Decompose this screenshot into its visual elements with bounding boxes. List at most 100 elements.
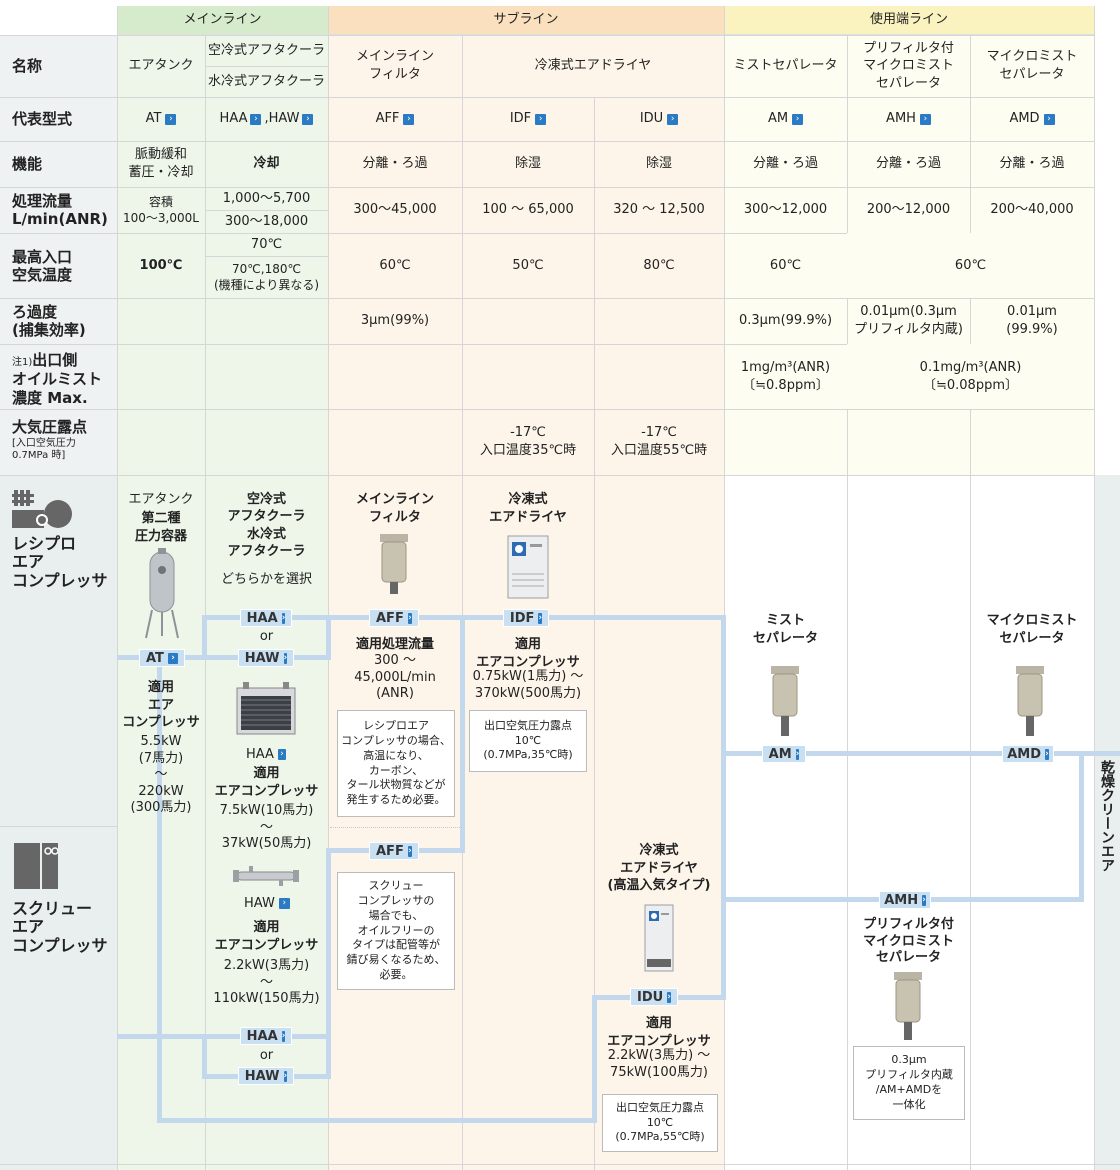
oil-note: 注1) [12,357,33,368]
model-haw: ,HAW [264,111,300,127]
chevron-right-icon: › [281,612,286,624]
oil-am: 1mg/m³(ANR) 〔≒0.8ppm〕 [740,359,831,393]
chevron-right-icon: › [403,113,415,125]
chevron-right-icon: › [302,113,314,125]
func-idu: 除湿 [645,156,672,172]
flow-idu: 320 〜 12,500 [613,202,705,218]
chevron-right-icon: › [283,1070,288,1082]
chevron-right-icon: › [667,113,679,125]
cooler-title: 空冷式 アフタクーラ 水冷式 アフタクーラ [227,492,306,559]
group-main: メインライン [117,6,328,35]
tag-at[interactable]: AT› [139,649,185,667]
chevron-right-icon: › [919,113,931,125]
tag-idu[interactable]: IDU› [630,988,678,1006]
or-bottom: or [259,1048,274,1063]
haw-comp-range: 2.2kW(3馬力) 〜 110kW(150馬力) [213,958,320,1006]
model-haa-haw[interactable]: HAA›,HAW› [205,97,328,141]
haa-label: HAA [246,747,274,762]
idf-comp-range: 0.75kW(1馬力) 〜 370kW(500馬力) [472,669,584,701]
func-haa: 冷却 [253,156,280,172]
tag-haa-bottom[interactable]: HAA› [240,1027,292,1045]
temp-at: 100℃ [139,257,183,273]
chevron-right-icon: › [283,652,288,664]
haw-comp-title: 適用 エアコンプレッサ [214,920,319,953]
flow-am: 300〜12,000 [743,202,828,218]
tag-aff-top[interactable]: AFF› [369,609,419,627]
tag-haa-top[interactable]: HAA› [240,609,292,627]
model-am-link[interactable]: AM› [724,97,847,141]
tank-sub: 第二種 圧力容器 [134,511,187,544]
chevron-right-icon: › [407,612,412,624]
tag-aff-label: AFF [376,843,404,859]
air-cooled-aftercooler-icon [235,682,297,736]
model-amh-link[interactable]: AMH› [847,97,970,141]
mist-title: ミスト セパレータ [752,613,818,646]
chevron-right-icon: › [1043,113,1055,125]
micro-title: マイクロミスト セパレータ [986,613,1078,646]
row-label-dew-sub: [入口空気圧力 0.7MPa 時] [12,438,76,461]
tag-haw-bottom[interactable]: HAW› [238,1067,294,1085]
chevron-right-icon: › [281,1030,286,1042]
micro-mist-separator-icon [1014,666,1046,738]
filt-amh: 0.01μm(0.3μm プリフィルタ内蔵) [854,304,963,337]
name-aff: メインライン フィルタ [355,49,434,82]
model-aff: AFF [375,111,400,127]
row-label-temp: 最高入口 空気温度 [12,247,73,284]
temp-amh-amd: 60℃ [847,233,1094,298]
haw-label-row[interactable]: HAW› [244,895,290,913]
tag-amh[interactable]: AMH› [879,891,931,909]
model-amd-link[interactable]: AMD› [970,97,1094,141]
chevron-right-icon: › [535,113,547,125]
haa-comp-range: 7.5kW(10馬力) 〜 37kW(50馬力) [219,803,314,851]
or-top: or [259,629,274,644]
func-amh: 分離・ろ過 [875,156,941,172]
idf-comp-title: 適用 エアコンプレッサ [476,637,580,670]
at-comp-range: 5.5kW (7馬力) 〜 220kW (300馬力) [130,734,192,815]
temp-am: 60℃ [769,257,802,273]
chevron-right-icon: › [277,749,286,761]
temp-idf: 50℃ [512,257,544,273]
idu-comp-range: 2.2kW(3馬力) 〜 75kW(100馬力) [607,1048,711,1080]
row-label-oil: 出口側 オイルミスト 濃度 Max. [12,351,103,408]
model-at-link[interactable]: AT› [117,97,205,141]
tag-aff-bottom[interactable]: AFF› [369,842,419,860]
tag-haa-label: HAA [246,1028,278,1044]
chevron-right-icon: › [795,748,800,760]
flow-idf: 100 〜 65,000 [482,202,574,218]
filt-aff: 3μm(99%) [360,313,430,329]
tag-amd[interactable]: AMD› [1002,745,1054,763]
idf-title: 冷凍式 エアドライヤ [489,492,567,525]
haa-comp-title: 適用 エアコンプレッサ [214,766,319,799]
flow-amd: 200〜40,000 [990,202,1074,218]
group-sub: サブライン [328,6,724,35]
idf-note: 出口空気圧力露点 10℃ (0.7MPa,35℃時) [469,710,587,772]
chevron-right-icon: › [167,652,178,664]
name-amd: マイクロミスト セパレータ [986,49,1078,82]
temp-haw: 70℃,180℃ (機種により異なる) [213,261,320,292]
row-label-dew: 大気圧露点 [12,418,88,436]
filt-am: 0.3μm(99.9%) [738,313,833,329]
model-amh: AMH [886,111,916,127]
tag-at-label: AT [146,650,164,666]
model-idu-link[interactable]: IDU› [594,97,724,141]
func-idf: 除湿 [514,156,541,172]
haw-label: HAW [244,896,275,911]
tag-haw-label: HAW [244,1068,280,1084]
label-reciprocating: レシプロ エア コンプレッサ [12,534,108,590]
model-idf-link[interactable]: IDF› [462,97,594,141]
flow-aff: 300〜45,000 [353,202,437,218]
tag-amd-label: AMD [1007,746,1042,762]
tag-am[interactable]: AM› [762,745,806,763]
haa-label-row[interactable]: HAA› [246,746,286,764]
tag-haw-top[interactable]: HAW› [238,649,294,667]
name-at: エアタンク [128,58,194,74]
label-screw: スクリュー エア コンプレッサ [12,899,108,955]
tag-idf[interactable]: IDF› [503,609,549,627]
chevron-right-icon: › [792,113,804,125]
chevron-right-icon: › [667,991,671,1003]
model-aff-link[interactable]: AFF› [328,97,462,141]
temp-aff: 60℃ [379,257,411,273]
func-am: 分離・ろ過 [752,156,818,172]
refrigerated-dryer-icon [506,534,550,600]
high-temp-dryer-icon [643,903,675,973]
